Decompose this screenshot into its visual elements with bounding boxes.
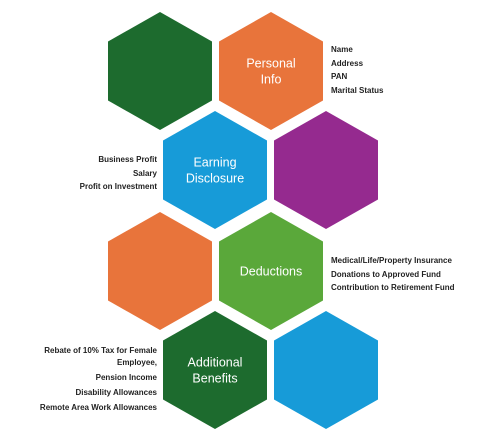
hex-purple — [274, 111, 378, 229]
personal-info-item: Marital Status — [331, 85, 384, 95]
hex-additional-benefits-shape — [163, 311, 267, 429]
additional-benefits-item: Remote Area Work Allowances — [39, 403, 157, 412]
hex-blue-bottom-shape — [274, 311, 378, 429]
hex-orange-mid — [108, 212, 212, 330]
hex-additional-benefits-label: Additional — [188, 356, 243, 370]
earning-disclosure-item: Business Profit — [98, 155, 157, 164]
hex-earning-disclosure-label: Earning — [193, 156, 236, 170]
hex-personal-info-label: Personal — [246, 57, 295, 71]
hex-additional-benefits-label: Benefits — [192, 372, 237, 386]
hex-personal-info-shape — [219, 12, 323, 130]
personal-info-item: Address — [331, 58, 364, 68]
hex-earning-disclosure-shape — [163, 111, 267, 229]
deductions-list: Medical/Life/Property Insurance Donation… — [331, 254, 499, 295]
deductions-item: Contribution to Retirement Fund — [331, 283, 455, 292]
personal-info-list: Name Address PAN Marital Status — [331, 43, 491, 97]
additional-benefits-item: Rebate of 10% Tax for Female Employee, — [44, 346, 157, 367]
hex-deductions-shape — [219, 212, 323, 330]
earning-disclosure-item: Profit on Investment — [79, 182, 157, 191]
personal-info-item: Name — [331, 45, 353, 54]
deductions-item: Donations to Approved Fund — [331, 269, 441, 279]
hex-top-left-shape — [108, 12, 212, 130]
hex-deductions-label: Deductions — [240, 265, 303, 279]
hex-purple-shape — [274, 111, 378, 229]
deductions-item: Medical/Life/Property Insurance — [331, 256, 452, 265]
additional-benefits-item: Pension Income — [95, 373, 157, 382]
hex-top-left — [108, 12, 212, 130]
hex-deductions: Deductions — [219, 212, 323, 330]
hex-earning-disclosure-label: Disclosure — [186, 172, 244, 186]
hex-orange-mid-shape — [108, 212, 212, 330]
additional-benefits-item: Disability Allowances — [75, 388, 157, 397]
additional-benefits-list: Rebate of 10% Tax for Female Employee, P… — [10, 345, 157, 414]
earning-disclosure-item: Salary — [132, 168, 157, 178]
personal-info-item: PAN — [331, 72, 348, 81]
hex-personal-info-label: Info — [261, 73, 282, 87]
earning-disclosure-list: Business Profit Salary Profit on Investm… — [20, 153, 157, 194]
hex-blue-bottom — [274, 311, 378, 429]
